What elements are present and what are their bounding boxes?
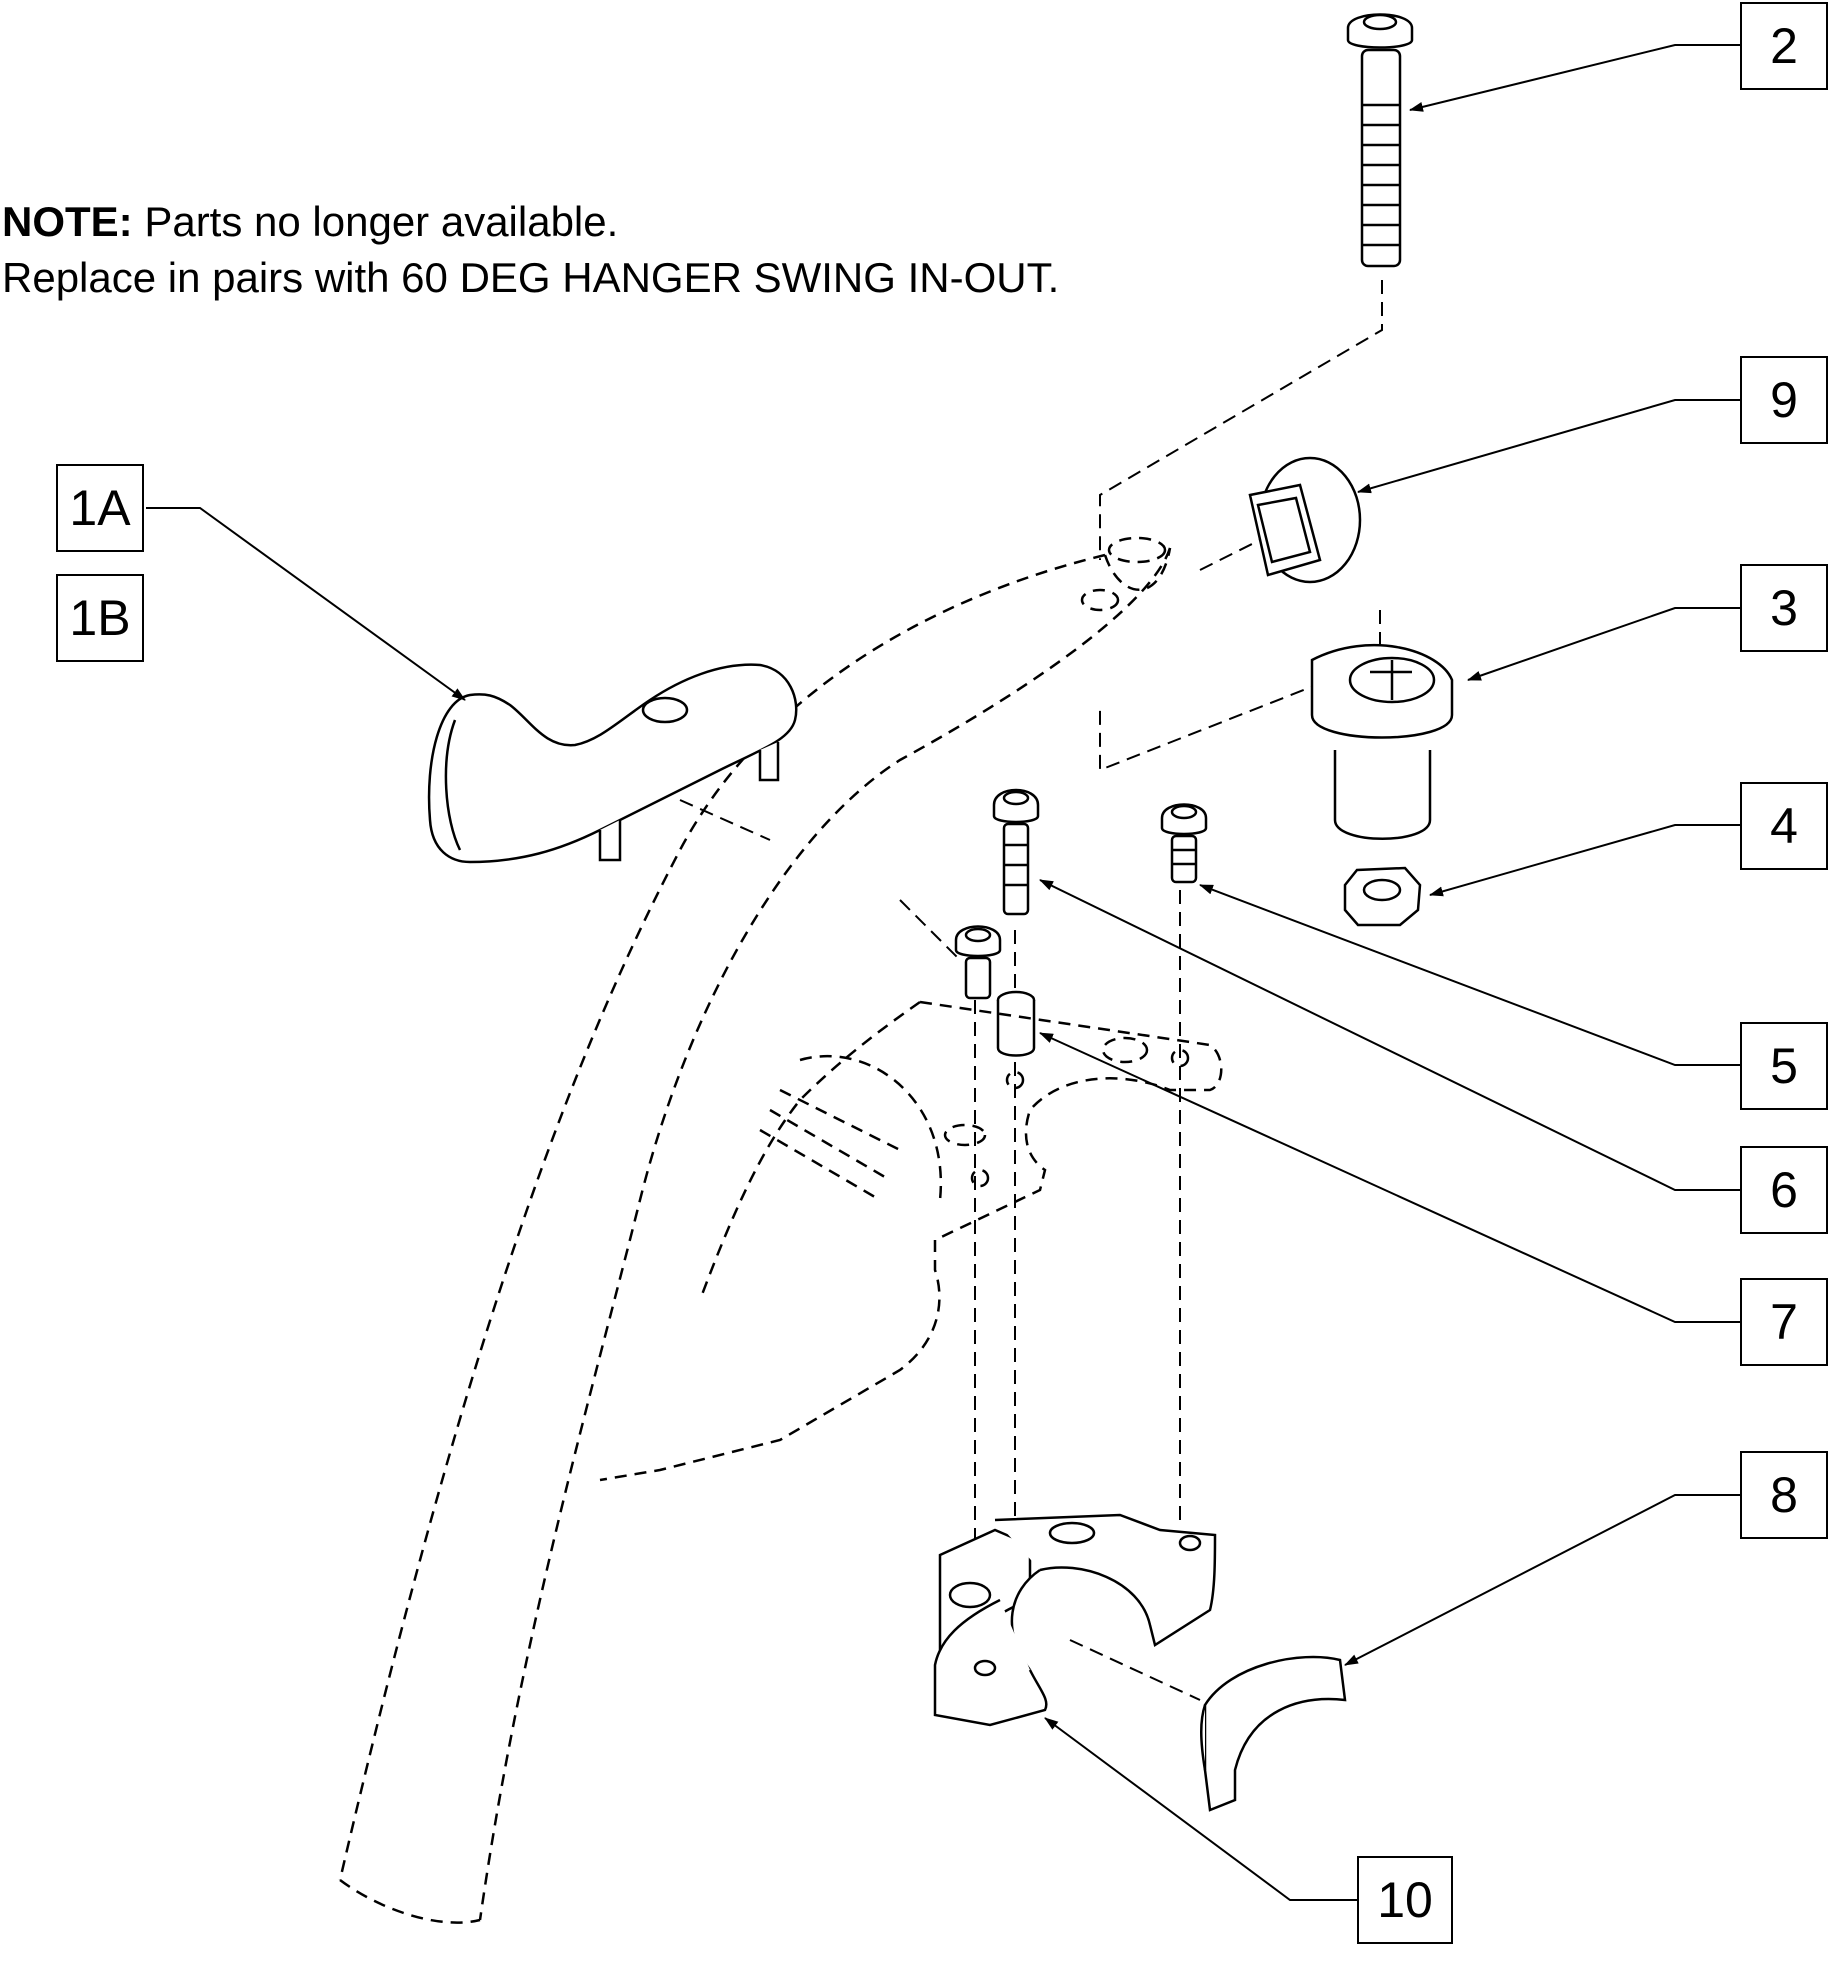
callout-1b-label: 1B [69,590,131,646]
note-line-2: Replace in pairs with 60 DEG HANGER SWIN… [2,254,1060,301]
screw-part-6 [992,788,1040,916]
note-text: Parts no longer available. [144,198,619,245]
note-line-1: NOTE: Parts no longer available. [2,194,1059,250]
callout-1b: 1B [56,574,144,662]
cup-part-3 [1310,643,1454,840]
bushing-part-9 [1248,456,1362,584]
clamp-body-part-10 [933,1513,1217,1727]
callout-10-label: 10 [1377,1872,1433,1928]
armrest-pad-part-1 [427,663,798,864]
callout-6: 6 [1740,1146,1828,1234]
nut-part-4 [1343,866,1422,927]
callout-3-label: 3 [1770,580,1798,636]
callout-4: 4 [1740,782,1828,870]
note-label: NOTE: [2,198,133,245]
hanger-tube-phantom [338,536,1172,1924]
callout-5: 5 [1740,1022,1828,1110]
clamp-insert-part-8 [1200,1655,1347,1812]
callout-9-label: 9 [1770,372,1798,428]
leader-lines [146,44,1740,1901]
callout-7-label: 7 [1770,1294,1798,1350]
screw-part-2 [1346,13,1414,268]
callout-2-label: 2 [1770,18,1798,74]
callout-10: 10 [1357,1856,1453,1944]
callout-1a-label: 1A [69,480,131,536]
callout-3: 3 [1740,564,1828,652]
callout-8-label: 8 [1770,1467,1798,1523]
callout-2: 2 [1740,2,1828,90]
callout-8: 8 [1740,1451,1828,1539]
callout-4-label: 4 [1770,798,1798,854]
screw-small [954,925,1002,1000]
callout-6-label: 6 [1770,1162,1798,1218]
callout-1a: 1A [56,464,144,552]
screw-part-5 [1160,803,1208,884]
mounting-plate-phantom [599,1000,1223,1482]
callout-7: 7 [1740,1278,1828,1366]
parts-note: NOTE: Parts no longer available. Replace… [2,194,1059,306]
callout-5-label: 5 [1770,1038,1798,1094]
spacer-part-7 [996,990,1036,1057]
callout-9: 9 [1740,356,1828,444]
